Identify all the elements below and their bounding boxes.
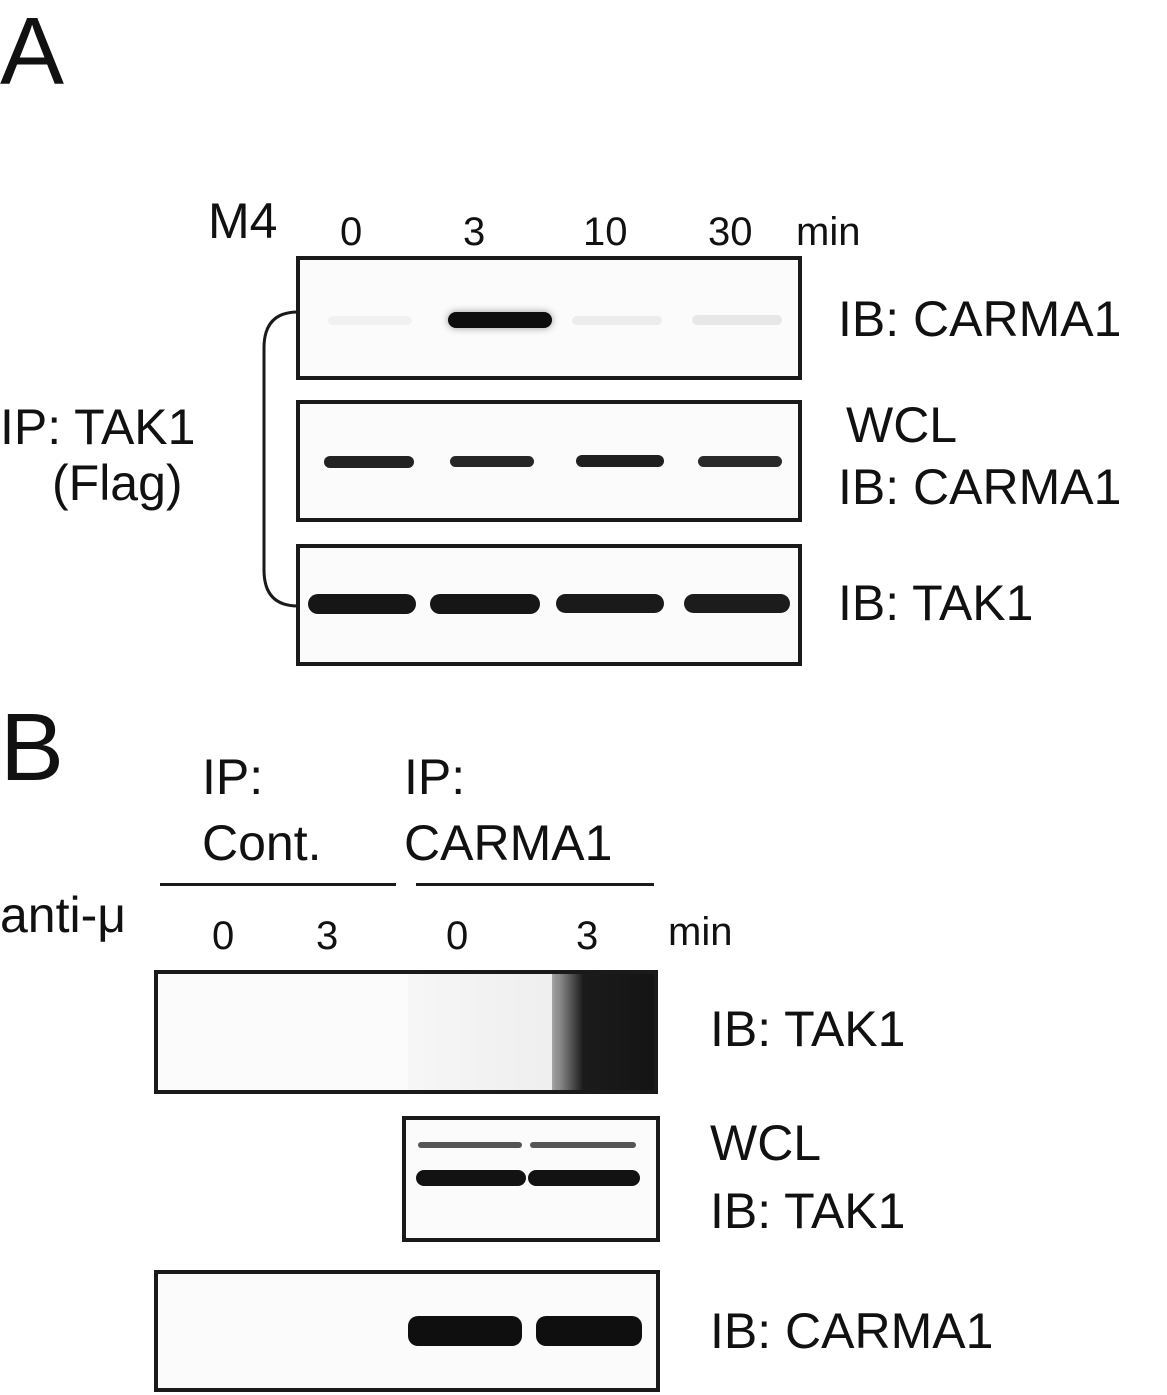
blot-b-wcl-tak1 (402, 1116, 660, 1242)
panel-a-letter: A (0, 0, 65, 105)
band-b3-lane3 (408, 1316, 522, 1346)
group-label-2-line2: CARMA1 (404, 815, 613, 871)
band-b1-lane4 (552, 974, 654, 1090)
lane-label-a-3: 10 (583, 210, 628, 254)
blot-b2-label-2: IB: TAK1 (710, 1183, 906, 1239)
blot-a2-label-2: IB: CARMA1 (838, 459, 1122, 515)
blot-a-co-ip-carma1 (296, 256, 802, 380)
group-rule-1 (160, 883, 396, 886)
blot-a-wcl-carma1 (296, 400, 802, 522)
group-label-1-line1: IP: (202, 749, 264, 805)
band-a3-lane4 (684, 594, 790, 613)
blot-b2-label-1: WCL (710, 1115, 822, 1171)
blot-a-tak1 (296, 544, 802, 666)
blot-a3-label: IB: TAK1 (838, 575, 1034, 631)
ip-label-line2: (Flag) (52, 455, 183, 511)
blot-b3-label: IB: CARMA1 (710, 1303, 994, 1359)
band-a1-lane2 (448, 312, 552, 328)
band-b2-upper-lane2 (530, 1142, 636, 1148)
blot-a2-label-1: WCL (846, 397, 958, 453)
ip-bracket (262, 310, 299, 608)
lane-label-a-2: 3 (463, 210, 486, 254)
band-b1-lane3 (408, 974, 558, 1090)
stimulus-label: anti-μ (0, 887, 127, 943)
band-a2-lane3 (576, 455, 664, 467)
lane-label-b-3: 0 (446, 914, 469, 958)
lane-label-b-2: 3 (316, 914, 339, 958)
group-label-1-line2: Cont. (202, 815, 322, 871)
cell-line-label: M4 (208, 193, 278, 249)
time-unit-b: min (668, 910, 733, 954)
time-unit-a: min (796, 210, 861, 254)
band-a3-lane2 (430, 594, 540, 614)
band-a1-lane4 (692, 315, 782, 325)
band-b3-lane4 (536, 1316, 642, 1346)
panel-b-letter: B (0, 694, 65, 801)
band-a1-lane1 (328, 316, 412, 325)
blot-b-carma1 (154, 1270, 660, 1392)
band-b2-upper-lane1 (418, 1142, 522, 1148)
lane-label-a-4: 30 (708, 210, 753, 254)
ip-label-line1: IP: TAK1 (0, 399, 196, 455)
group-label-2-line1: IP: (404, 749, 466, 805)
lane-label-b-4: 3 (576, 914, 599, 958)
band-a1-lane3 (572, 316, 662, 325)
band-a3-lane1 (308, 594, 416, 614)
band-a2-lane2 (450, 456, 534, 467)
group-rule-2 (416, 883, 654, 886)
blot-a1-label: IB: CARMA1 (838, 291, 1122, 347)
blot-b1-label: IB: TAK1 (710, 1001, 906, 1057)
band-b2-lower-lane1 (416, 1170, 526, 1186)
lane-label-a-1: 0 (340, 210, 363, 254)
band-a2-lane4 (698, 456, 782, 467)
lane-label-b-1: 0 (212, 914, 235, 958)
band-b2-lower-lane2 (528, 1170, 640, 1186)
band-a2-lane1 (324, 456, 414, 468)
band-a3-lane3 (556, 594, 664, 613)
blot-b-co-ip-tak1 (154, 970, 658, 1094)
